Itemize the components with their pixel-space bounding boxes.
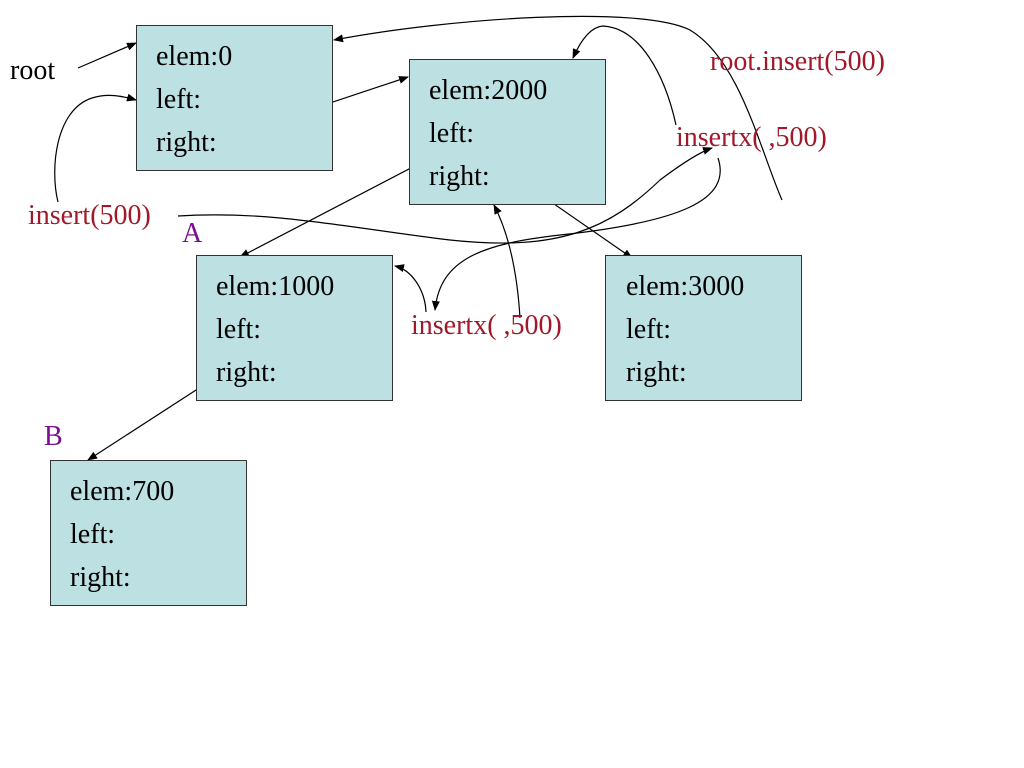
node-right-label: right: [626, 357, 687, 388]
root-insert-return-arrow [333, 15, 783, 201]
node-left-label: left: [429, 118, 475, 149]
marker-b-label: B [44, 421, 63, 452]
insertx-mid-call-label: insertx( ,500) [411, 310, 562, 341]
node-right-label: right: [429, 161, 490, 192]
node-right-label: right: [156, 127, 217, 158]
tree-node-1000: elem:1000 left: right: [196, 255, 393, 401]
insertx-top-return-arrow [572, 25, 677, 126]
insert-call-arrow [54, 93, 137, 203]
insert-call-label: insert(500) [28, 200, 151, 231]
root-label: root [10, 55, 56, 86]
node-right-label: right: [70, 562, 131, 593]
tree-node-2000: elem:2000 left: right: [409, 59, 606, 205]
node-elem-label: elem:0 [156, 41, 233, 72]
insertx-top-call-label: insertx( ,500) [676, 122, 827, 153]
node-elem-label: elem:700 [70, 476, 175, 507]
node-elem-label: elem:3000 [626, 271, 745, 302]
root-pointer-arrow [77, 42, 137, 69]
node-elem-label: elem:1000 [216, 271, 335, 302]
insertx-mid-to-node2000-arrow [493, 204, 521, 319]
root-insert-call-label: root.insert(500) [710, 46, 885, 77]
node-left-label: left: [70, 519, 116, 550]
tree-node-3000: elem:3000 left: right: [605, 255, 802, 401]
node-left-label: left: [216, 314, 262, 345]
tree-node-700: elem:700 left: right: [50, 460, 247, 606]
insertx-chain-arrow [431, 157, 721, 311]
marker-a-label: A [182, 218, 203, 249]
node-left-label: left: [626, 314, 672, 345]
insertx-mid-to-node1000-arrow [394, 264, 427, 313]
node-right-label: right: [216, 357, 277, 388]
node-elem-label: elem:2000 [429, 75, 548, 106]
tree-node-0: elem:0 left: right: [136, 25, 333, 171]
node-left-label: left: [156, 84, 202, 115]
